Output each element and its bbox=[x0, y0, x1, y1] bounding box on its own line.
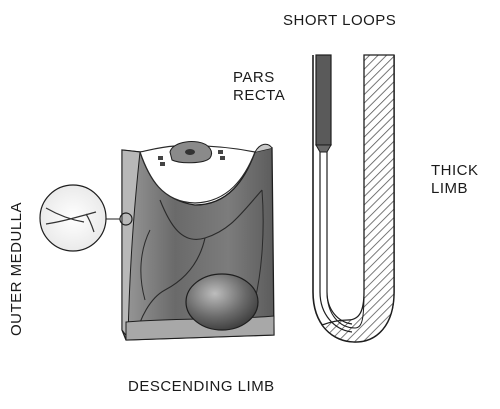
microvilli-blob bbox=[218, 150, 223, 154]
fragment-nucleus bbox=[185, 149, 195, 155]
pars-recta-segment bbox=[315, 54, 332, 146]
cell-boundary bbox=[254, 189, 264, 301]
short-loop-tubule bbox=[312, 54, 395, 343]
pars-recta-line2: RECTA bbox=[233, 87, 286, 104]
microvilli-blob bbox=[160, 162, 165, 166]
thick-limb-line2: LIMB bbox=[431, 180, 469, 197]
descending-limb-epithelium bbox=[121, 141, 275, 341]
magnified-inset bbox=[39, 184, 133, 252]
inset-junction-lines bbox=[45, 207, 97, 233]
thick-limb-wall bbox=[320, 54, 395, 343]
pars-recta-taper bbox=[315, 144, 332, 153]
cell-boundary bbox=[140, 229, 151, 301]
right-edge-fold bbox=[254, 143, 273, 153]
pars-recta-line1: PARS bbox=[233, 69, 275, 86]
descending-limb-label: DESCENDING LIMB bbox=[128, 378, 275, 395]
thick-limb-label: THICK LIMB bbox=[431, 162, 479, 198]
short-loops-label: SHORT LOOPS bbox=[283, 12, 397, 29]
inset-target-ring bbox=[119, 212, 133, 226]
loop-bend-lumen bbox=[326, 291, 365, 329]
microvilli-blob bbox=[220, 156, 225, 160]
thin-descending-limb bbox=[319, 152, 353, 333]
tubule-lumen bbox=[139, 145, 256, 204]
thick-limb-line1: THICK bbox=[431, 162, 479, 179]
outer-medulla-label: OUTER MEDULLA bbox=[8, 201, 25, 336]
nucleus-bulge bbox=[185, 273, 259, 331]
cell-boundary bbox=[134, 237, 206, 339]
pars-recta-label: PARS RECTA bbox=[233, 69, 285, 105]
microvilli-blob bbox=[158, 156, 163, 160]
